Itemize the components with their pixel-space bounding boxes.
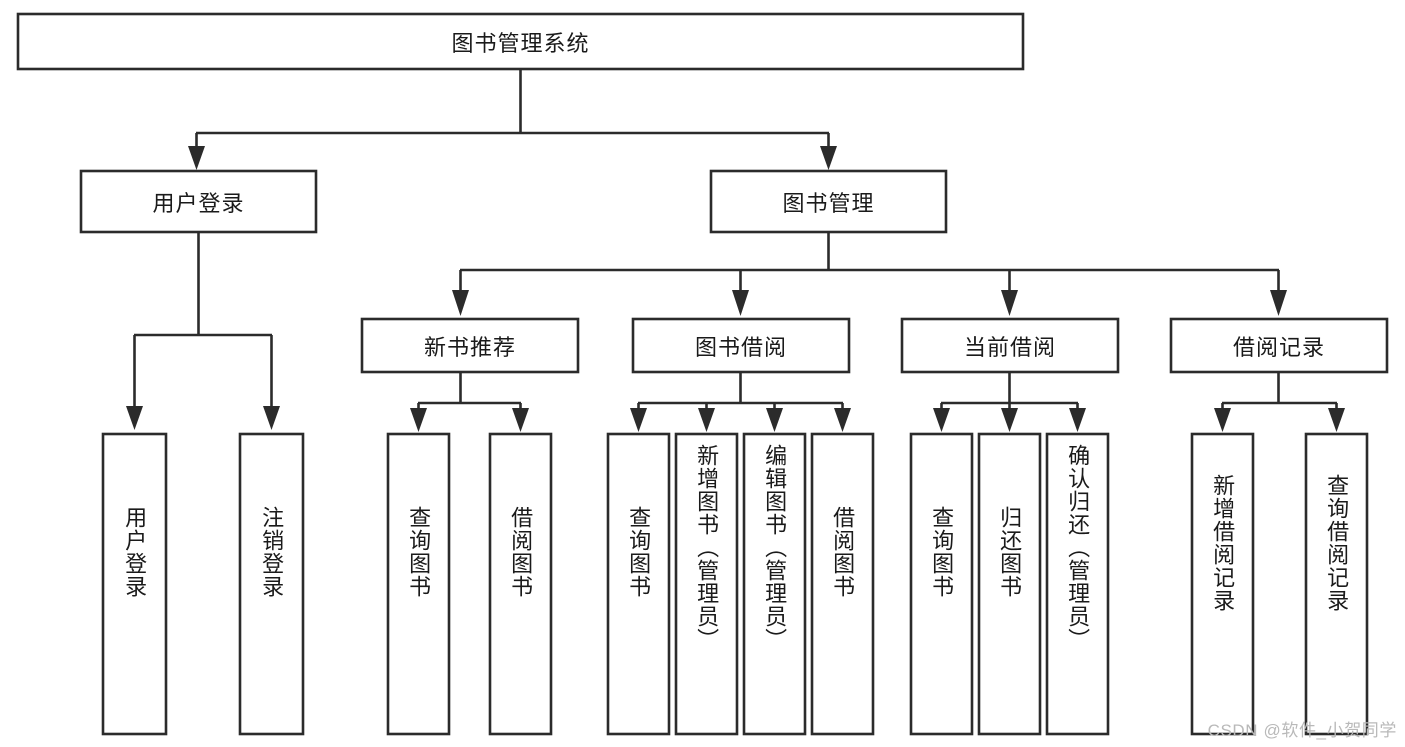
arrow-head-to-user-login (188, 146, 205, 170)
node-box-leaf-nbr-borrow-book[interactable] (488, 432, 553, 736)
node-box-new-book-recommend[interactable] (360, 317, 580, 374)
node-box-leaf-bb-edit-book[interactable] (742, 432, 807, 736)
node-box-leaf-bb-query-book[interactable] (606, 432, 671, 736)
node-box-root[interactable] (16, 12, 1025, 71)
arrow-head-leaf-nbr-2 (512, 408, 529, 432)
node-box-leaf-logout[interactable] (238, 432, 305, 736)
node-box-book-borrow[interactable] (631, 317, 851, 374)
arrow-head-leaf-bb-4 (834, 408, 851, 432)
arrow-head-leaf-br-1 (1214, 408, 1231, 432)
node-box-leaf-bb-borrow-book[interactable] (810, 432, 875, 736)
node-box-current-borrow[interactable] (900, 317, 1120, 374)
arrow-head-leaf-br-2 (1328, 408, 1345, 432)
arrow-head-to-new-book-recommend (452, 290, 469, 316)
arrow-head-leaf-user-login-1 (126, 406, 143, 430)
arrow-head-leaf-bb-3 (766, 408, 783, 432)
arrow-head-leaf-user-login-2 (263, 406, 280, 430)
node-box-user-login[interactable] (79, 169, 318, 234)
arrow-head-leaf-nbr-1 (410, 408, 427, 432)
arrow-head-leaf-bb-2 (698, 408, 715, 432)
arrow-head-leaf-bb-1 (630, 408, 647, 432)
arrow-head-to-book-management (820, 146, 837, 170)
arrow-head-to-current-borrow (1001, 290, 1018, 316)
node-box-leaf-bb-add-book[interactable] (674, 432, 739, 736)
node-box-leaf-br-add-record[interactable] (1190, 432, 1255, 736)
arrow-head-to-book-borrow (732, 290, 749, 316)
arrow-head-to-borrow-record (1270, 290, 1287, 316)
node-box-leaf-cb-query-book[interactable] (909, 432, 974, 736)
node-box-leaf-nbr-query-book[interactable] (386, 432, 451, 736)
arrow-head-leaf-cb-3 (1069, 408, 1086, 432)
arrow-head-leaf-cb-1 (933, 408, 950, 432)
node-box-leaf-br-query-record[interactable] (1304, 432, 1369, 736)
node-box-book-management[interactable] (709, 169, 948, 234)
node-box-leaf-cb-return-book[interactable] (977, 432, 1042, 736)
node-box-leaf-cb-confirm-return[interactable] (1045, 432, 1110, 736)
arrow-head-leaf-cb-2 (1001, 408, 1018, 432)
node-box-leaf-user-login[interactable] (101, 432, 168, 736)
node-box-borrow-record[interactable] (1169, 317, 1389, 374)
